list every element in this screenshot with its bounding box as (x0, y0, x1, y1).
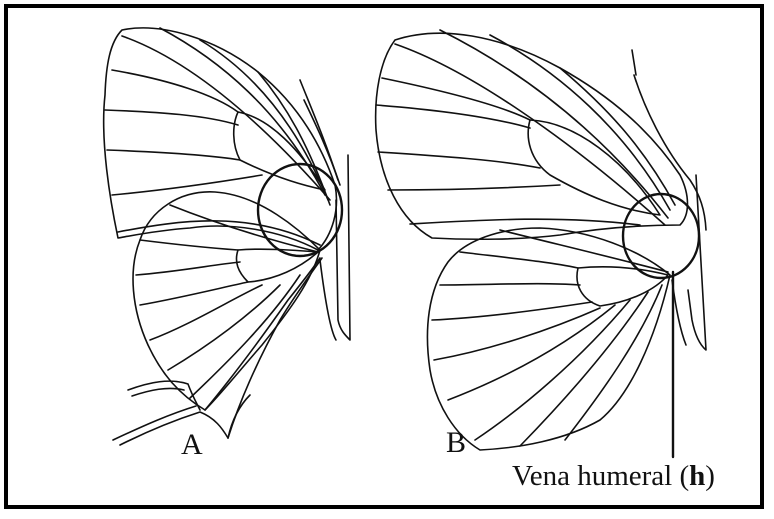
wing-a-label: A (181, 430, 203, 460)
wing-a-tail (228, 395, 250, 438)
wing-b-forewing-vein (490, 35, 670, 210)
wing-b-hindwing-vein (432, 302, 592, 320)
wing-a-tail-lobe (128, 381, 200, 410)
wing-a-tail-lobe (132, 388, 184, 396)
wing-a-body (336, 155, 350, 340)
wing-b-forewing-vein (410, 219, 640, 225)
wing-b-forewing-outline (376, 33, 688, 239)
wing-b-forewing-vein (378, 152, 540, 168)
wing-b-humeral-circle (623, 194, 699, 278)
wing-a-body (320, 260, 336, 340)
wing-b (376, 30, 706, 457)
wing-b-hindwing-cell (577, 267, 668, 306)
vena-humeral-label: Vena humeral (h) (512, 462, 715, 491)
wing-a-forewing-vein (112, 70, 238, 112)
wing-a-hindwing-vein (140, 240, 238, 250)
wing-a-hindwing-vein (168, 285, 280, 370)
wing-b-hindwing-vein (500, 230, 668, 272)
wing-a-forewing-vein (105, 110, 238, 125)
vena-humeral-text: Vena humeral ( (512, 460, 689, 492)
wing-a-tail-lobe (120, 412, 228, 445)
vena-humeral-symbol: h (689, 460, 705, 492)
wing-a-forewing-vein (107, 150, 240, 160)
wing-b-hindwing-vein (440, 284, 580, 285)
wing-a-hindwing-vein (150, 285, 262, 340)
wing-b-forewing-vein (388, 185, 560, 190)
wing-b-hindwing-vein (565, 285, 662, 440)
wing-a (104, 28, 350, 445)
wing-b-hindwing-vein (475, 300, 630, 440)
wing-a-forewing-vein (112, 175, 262, 195)
wing-b-body (632, 50, 636, 75)
wing-b-label: B (446, 428, 466, 458)
wing-a-hindwing-vein (136, 262, 240, 275)
wing-a-body (304, 100, 340, 185)
wing-a-hindwing-vein (140, 282, 248, 305)
vena-humeral-close: ) (705, 460, 715, 492)
wing-a-forewing-vein (122, 36, 330, 200)
wing-a-tail (228, 258, 322, 438)
wing-b-forewing-vein (395, 44, 665, 225)
wing-b-hindwing-vein (460, 252, 578, 268)
wing-b-forewing-vein (376, 105, 530, 128)
